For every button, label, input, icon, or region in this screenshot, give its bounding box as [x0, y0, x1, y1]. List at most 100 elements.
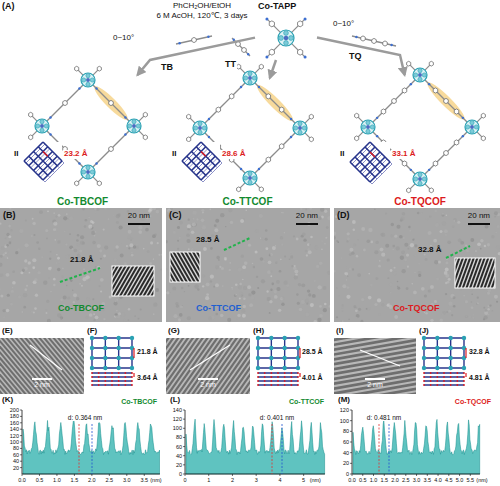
axis-tick-label: 5 — [302, 477, 305, 483]
image-grain — [414, 272, 415, 273]
image-grain — [310, 236, 313, 239]
benzene-ring — [402, 88, 407, 93]
image-grain — [206, 283, 210, 287]
axis-tick-label: 4 — [278, 477, 281, 483]
d-spacing: 32.8 Å — [418, 246, 442, 255]
image-grain — [385, 244, 389, 248]
image-grain — [85, 219, 88, 222]
image-grain — [319, 261, 323, 265]
tick-mark — [256, 474, 257, 476]
image-grain — [407, 266, 409, 268]
image-grain — [496, 245, 500, 249]
image-grain — [238, 286, 242, 290]
pore-size: 33.1 Å — [391, 150, 417, 159]
scale-bar — [198, 378, 218, 380]
image-grain — [60, 317, 62, 319]
panel-letter: (F) — [87, 327, 97, 336]
axis-tick-label: 4.0 — [434, 477, 442, 483]
axis-unit: (nm) — [150, 477, 161, 483]
tem-image — [334, 208, 500, 322]
image-grain — [310, 303, 314, 307]
layer-atom — [456, 372, 458, 374]
layer-atom — [450, 384, 452, 386]
pyrrole-unit — [279, 36, 284, 41]
layer-atom — [443, 372, 445, 374]
benzene-ring — [309, 137, 313, 142]
image-grain — [368, 273, 370, 275]
image-grain — [381, 253, 385, 257]
layer-atom — [91, 380, 93, 382]
image-grain — [406, 253, 409, 256]
porphyrin-site — [269, 346, 273, 350]
image-grain — [424, 295, 427, 298]
benzene-ring — [237, 64, 241, 69]
image-grain — [239, 292, 243, 296]
image-grain — [62, 268, 64, 270]
tick-mark — [144, 474, 145, 476]
tick-mark — [303, 474, 304, 476]
layer-atom — [104, 376, 106, 378]
size-bracket — [465, 373, 466, 377]
image-grain — [401, 216, 405, 220]
image-grain — [153, 258, 155, 260]
image-grain — [352, 268, 354, 270]
porphyrin-site — [269, 356, 273, 360]
image-grain — [321, 249, 323, 251]
image-grain — [6, 309, 10, 313]
image-grain — [114, 258, 118, 262]
image-grain — [26, 285, 28, 287]
image-grain — [469, 316, 471, 318]
stack-line — [360, 152, 380, 172]
intensity-profile — [186, 419, 325, 474]
pore-size: 21.8 Å — [136, 348, 159, 356]
image-grain — [276, 287, 280, 291]
image-grain — [270, 253, 273, 256]
image-grain — [209, 208, 211, 210]
reaction-arrow — [270, 60, 276, 78]
image-grain — [83, 268, 84, 269]
benzene-ring — [75, 181, 79, 186]
image-grain — [495, 232, 497, 234]
stack-line — [187, 156, 206, 175]
layer-atom — [284, 372, 286, 374]
image-grain — [11, 290, 14, 293]
phenyl-arm — [292, 44, 305, 57]
linker-bond — [255, 133, 295, 173]
image-grain — [7, 294, 10, 297]
image-grain — [446, 311, 448, 313]
image-grain — [202, 275, 205, 278]
tick-mark — [183, 428, 185, 429]
image-grain — [393, 267, 395, 269]
nitrogen-atom — [178, 42, 180, 44]
layer-atom — [264, 376, 266, 378]
nitrogen-atom — [49, 116, 51, 118]
tick-mark — [183, 419, 185, 420]
lattice-fringe — [178, 252, 200, 282]
image-grain — [76, 239, 79, 242]
benzene-ring — [383, 41, 388, 46]
image-grain — [334, 232, 336, 236]
lattice-fringe — [194, 338, 250, 394]
layer-spacing: 3.64 Å — [136, 374, 159, 382]
axis-tick-label: 200 — [10, 407, 19, 413]
image-grain — [262, 260, 264, 262]
layer-atom — [443, 380, 445, 382]
pyrrole-unit — [418, 173, 422, 177]
stack-line — [29, 156, 48, 175]
axis-tick-label: 20 — [343, 460, 349, 466]
image-grain — [95, 266, 97, 268]
image-grain — [115, 301, 116, 302]
image-grain — [69, 216, 73, 220]
image-grain — [368, 228, 372, 232]
benzene-ring — [97, 66, 101, 71]
axis-tick-label: 1.5 — [71, 477, 79, 483]
stack-line — [196, 156, 215, 175]
cobalt-atom — [86, 78, 90, 82]
image-grain — [166, 240, 168, 244]
image-grain — [316, 265, 319, 268]
image-grain — [10, 229, 12, 231]
image-grain — [446, 214, 448, 216]
image-grain — [47, 319, 51, 322]
image-grain — [336, 287, 338, 289]
image-grain — [184, 291, 185, 292]
